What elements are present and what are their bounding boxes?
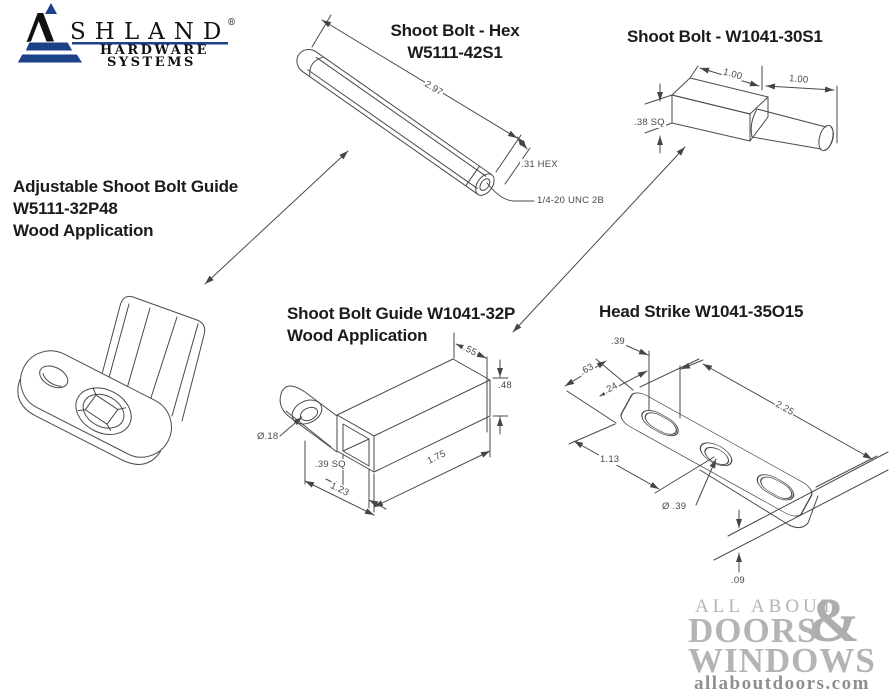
logo-name: SHLAND <box>70 19 230 45</box>
hex-bolt-drawing <box>296 14 535 202</box>
hex-bolt-part-number: W5111-42S1 <box>407 43 503 62</box>
dim-hex-thread: 1/4-20 UNC 2B <box>536 195 606 206</box>
head-strike-title: Head Strike W1041-35O15 <box>599 302 804 321</box>
bolt-guide-application: Wood Application <box>287 326 428 345</box>
logo-tagline-hardware: HARDWARE <box>100 43 209 58</box>
dim-strike-hole-dia: Ø .39 <box>661 501 688 512</box>
square-bolt-title: Shoot Bolt - W1041-30S1 <box>627 27 823 46</box>
head-strike-drawing <box>564 344 889 573</box>
watermark-ampersand-icon: & <box>808 587 860 655</box>
watermark-windows: WINDOWS <box>688 641 876 680</box>
watermark-doors: DOORS <box>688 611 818 650</box>
adjustable-guide-title: Adjustable Shoot Bolt Guide W5111-32P48 … <box>13 176 238 242</box>
adjustable-guide-drawing <box>17 295 206 465</box>
logo-rule <box>72 42 228 45</box>
dim-square-bolt-pin: 1.00 <box>787 73 810 86</box>
dim-strike-center-span: 1.13 <box>599 454 621 465</box>
adjustable-guide-application: Wood Application <box>13 221 154 240</box>
bolt-guide-drawing <box>279 332 509 516</box>
dim-guide-height: .48 <box>497 380 513 391</box>
bolt-guide-title: Shoot Bolt Guide W1041-32P Wood Applicat… <box>287 303 515 347</box>
logo-pyramid-band-1 <box>24 41 74 52</box>
dim-guide-square-hole: .39 SQ <box>314 459 347 470</box>
adjustable-guide-title-line1: Adjustable Shoot Bolt Guide <box>13 177 239 196</box>
dim-strike-slot-width: .39 <box>610 336 626 347</box>
dim-strike-thickness: .09 <box>730 575 746 586</box>
watermark-url: allaboutdoors.com <box>694 673 870 694</box>
logo-flag-icon <box>45 3 57 14</box>
watermark-all-about: ALL ABOUT <box>695 596 837 617</box>
hex-bolt-title: Shoot Bolt - Hex W5111-42S1 <box>369 20 541 64</box>
logo-pyramid-band-2 <box>16 53 84 64</box>
dim-hex-width: .31 HEX <box>520 159 559 170</box>
logo-registered-mark: ® <box>227 18 236 28</box>
adjustable-guide-part-number: W5111-32P48 <box>13 199 118 218</box>
logo-tagline-systems: SYSTEMS <box>107 55 196 68</box>
hex-bolt-title-line1: Shoot Bolt - Hex <box>390 21 520 40</box>
ashland-logo: A SHLAND ® HARDWARE SYSTEMS <box>8 2 236 68</box>
dim-square-bolt-section: .38 SQ <box>633 117 666 128</box>
dim-guide-hole-dia: Ø.18 <box>256 431 280 442</box>
connector-arrow-hex-to-adjustable-guide <box>204 150 349 285</box>
connector-arrow-square-bolt-to-guide <box>512 146 686 333</box>
bolt-guide-title-line1: Shoot Bolt Guide W1041-32P <box>287 304 516 323</box>
